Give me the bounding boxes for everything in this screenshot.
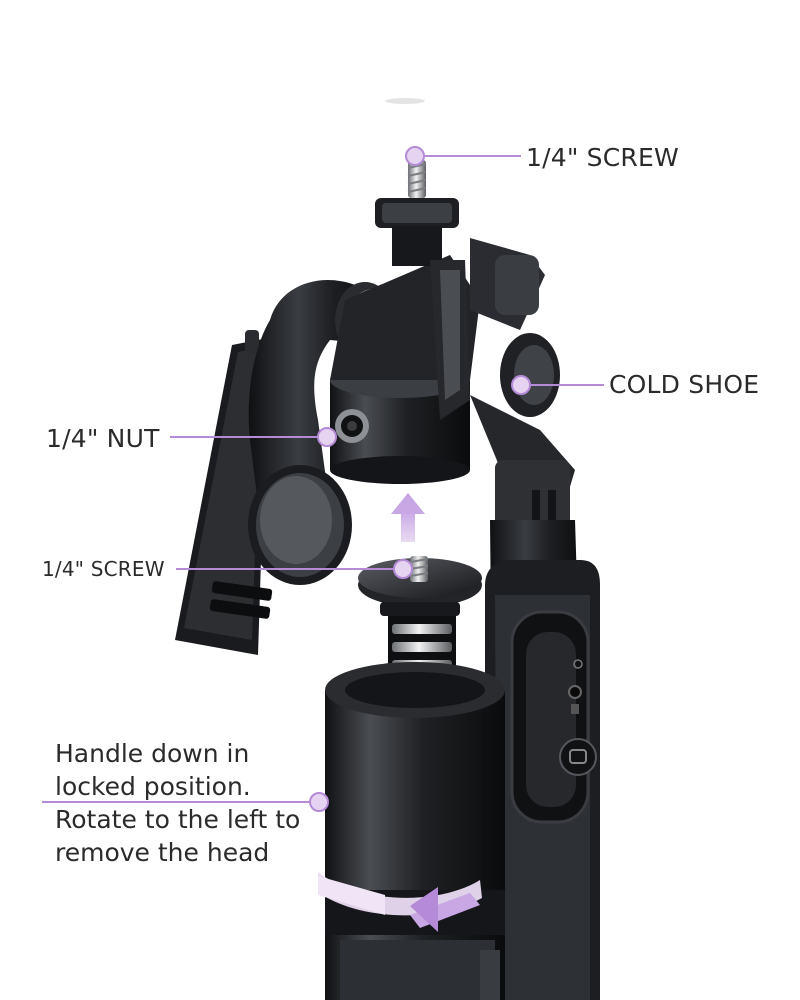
up-arrow-icon: [391, 493, 425, 542]
note-marker: [309, 792, 329, 812]
mid-screw-marker: [393, 559, 413, 579]
main-grip: [325, 662, 505, 1000]
top-screw: [375, 160, 459, 266]
top-screw-label: 1/4" SCREW: [526, 143, 679, 172]
nut-hole: [335, 409, 369, 443]
callout-markers: [309, 146, 531, 812]
note-line: locked position.: [55, 772, 251, 801]
cold-shoe-label: COLD SHOE: [609, 370, 760, 399]
nut-marker: [317, 427, 337, 447]
top-screw-marker: [405, 146, 425, 166]
note-line: Handle down in: [55, 739, 250, 768]
phone-clamp: [175, 330, 273, 655]
cold-shoe-mount: [430, 238, 575, 530]
callout-lines: [42, 155, 604, 803]
rotate-arrow-icon: [318, 872, 482, 932]
bluetooth-remote: [510, 610, 597, 824]
note-line: Rotate to the left to: [55, 805, 301, 834]
top-shadow: [385, 98, 425, 104]
mid-screw-label: 1/4" SCREW: [42, 557, 165, 581]
cold-shoe-marker: [511, 375, 531, 395]
nut-label: 1/4" NUT: [46, 424, 160, 453]
folding-arm: [248, 280, 390, 585]
instruction-note: Handle down in locked position. Rotate t…: [55, 737, 300, 869]
note-line: remove the head: [55, 838, 270, 867]
mid-screw-plate: [358, 556, 482, 607]
